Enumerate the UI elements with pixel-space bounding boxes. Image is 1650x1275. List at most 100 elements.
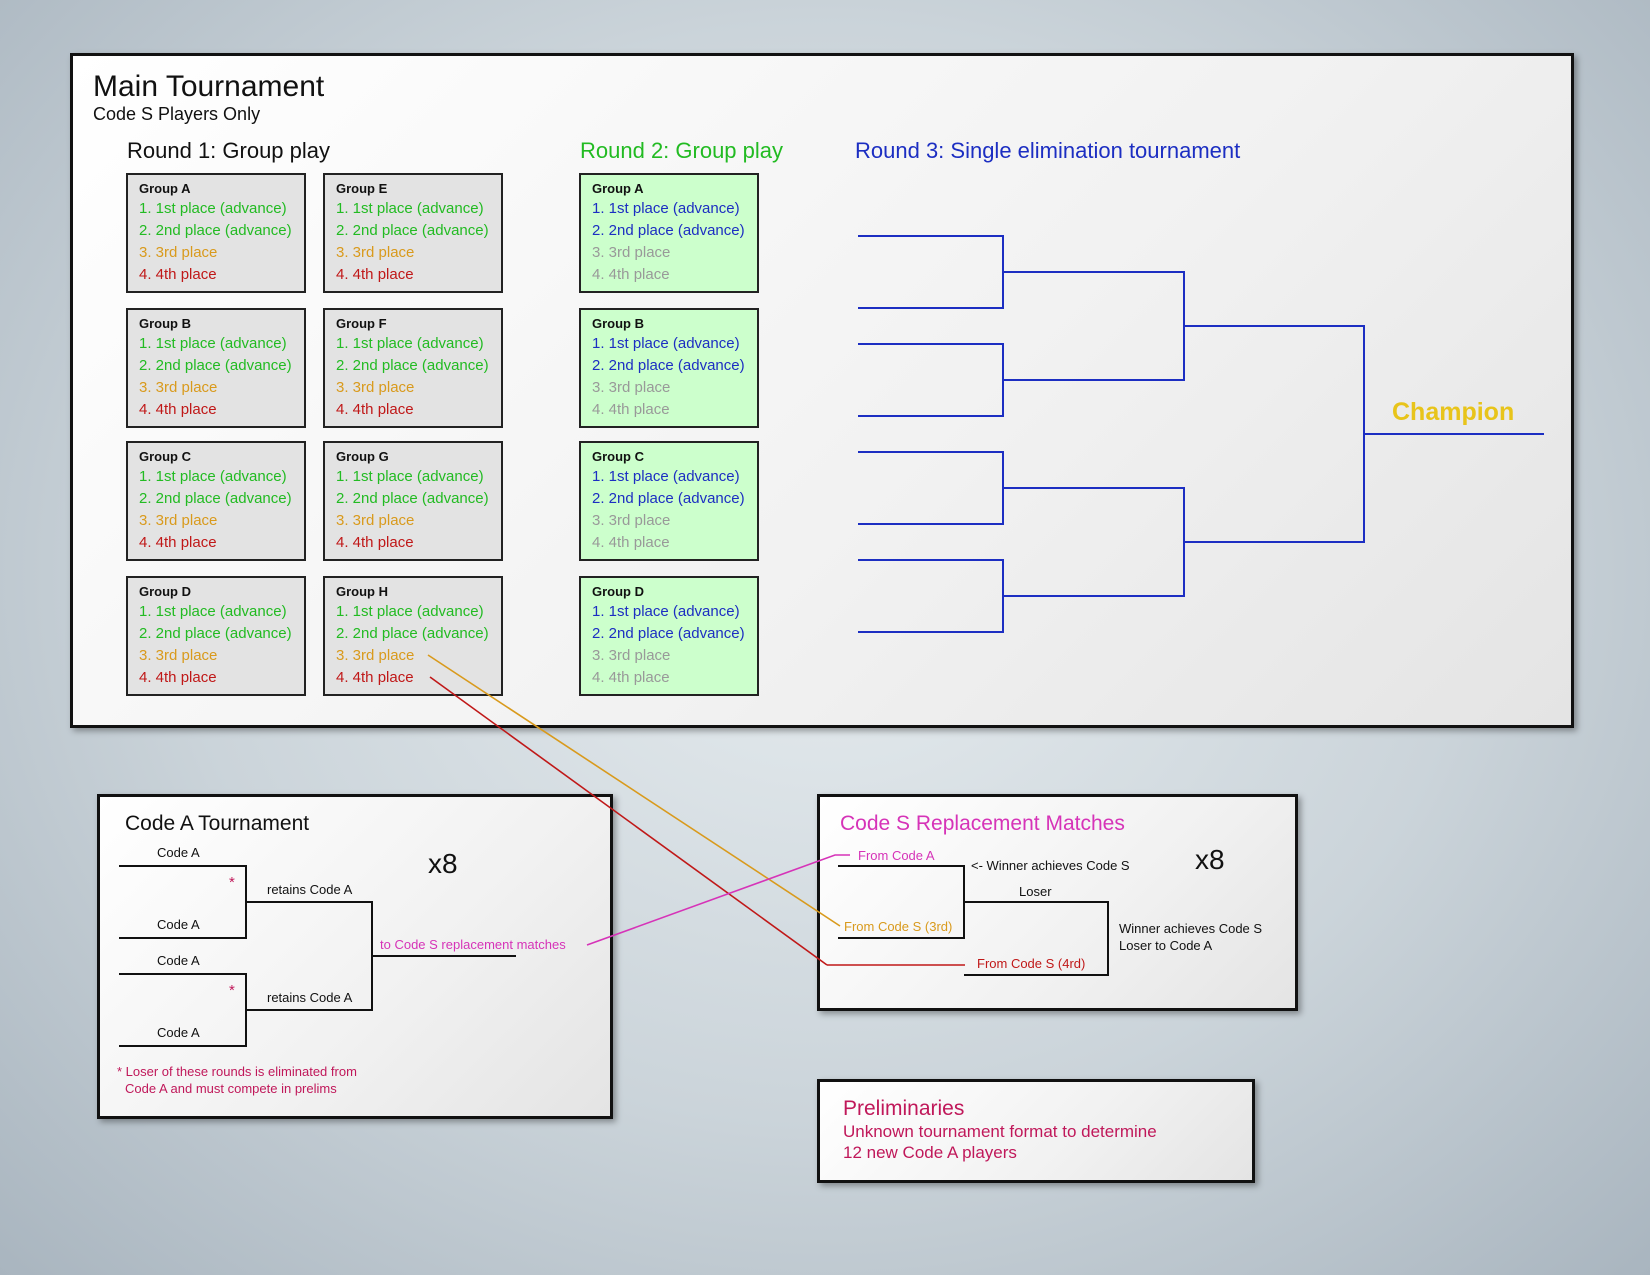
code-a-slot-2: Code A <box>157 917 200 932</box>
round3-title: Round 3: Single elimination tournament <box>855 138 1241 163</box>
round1-group-f: Group F 1. 1st place (advance) 2. 2nd pl… <box>323 308 503 428</box>
code-a-title: Code A Tournament <box>125 812 310 835</box>
prelims-line-2: 12 new Code A players <box>843 1143 1017 1162</box>
group-name: Group F <box>336 316 387 331</box>
fourth-place: 4. 4th place <box>336 669 414 686</box>
third-place: 3. 3rd place <box>139 647 218 664</box>
group-name: Group C <box>592 449 644 464</box>
champion-label: Champion <box>1392 398 1515 426</box>
code-a-to-replacement: to Code S replacement matches <box>380 937 566 952</box>
round2-group-a: Group A 1. 1st place (advance) 2. 2nd pl… <box>579 173 759 293</box>
replacement-from-4rd: From Code S (4rd) <box>977 956 1086 971</box>
third-place: 3. 3rd place <box>336 244 415 261</box>
round1-group-g: Group G 1. 1st place (advance) 2. 2nd pl… <box>323 441 503 561</box>
code-a-slot-1: Code A <box>157 845 200 860</box>
replacement-multiplier: x8 <box>1195 844 1225 875</box>
group-name: Group C <box>139 449 191 464</box>
fourth-place: 4. 4th place <box>336 266 414 283</box>
second-place: 2. 2nd place (advance) <box>592 357 745 374</box>
group-name: Group A <box>592 181 644 196</box>
first-place: 1. 1st place (advance) <box>336 335 484 352</box>
third-place: 3. 3rd place <box>592 244 671 261</box>
fourth-place: 4. 4th place <box>592 534 670 551</box>
group-name: Group B <box>592 316 644 331</box>
fourth-place: 4. 4th place <box>592 669 670 686</box>
replacement-from-3rd: From Code S (3rd) <box>844 919 953 934</box>
third-place: 3. 3rd place <box>139 244 218 261</box>
second-place: 2. 2nd place (advance) <box>336 490 489 507</box>
first-place: 1. 1st place (advance) <box>336 603 484 620</box>
connector-code-a-to-replacement <box>586 854 850 946</box>
round1-group-d: Group D 1. 1st place (advance) 2. 2nd pl… <box>126 576 306 696</box>
third-place: 3. 3rd place <box>139 512 218 529</box>
replacement-from-code-a: From Code A <box>858 848 935 863</box>
second-place: 2. 2nd place (advance) <box>139 625 292 642</box>
first-place: 1. 1st place (advance) <box>592 468 740 485</box>
first-place: 1. 1st place (advance) <box>139 200 287 217</box>
prelims-title: Preliminaries <box>843 1097 965 1120</box>
replacement-loser: Loser <box>1019 884 1052 899</box>
group-name: Group E <box>336 181 388 196</box>
second-place: 2. 2nd place (advance) <box>336 222 489 239</box>
fourth-place: 4. 4th place <box>139 669 217 686</box>
code-a-footnote-1: * Loser of these rounds is eliminated fr… <box>117 1064 357 1079</box>
second-place: 2. 2nd place (advance) <box>139 357 292 374</box>
second-place: 2. 2nd place (advance) <box>336 625 489 642</box>
round2-title: Round 2: Group play <box>580 138 784 163</box>
first-place: 1. 1st place (advance) <box>139 335 287 352</box>
second-place: 2. 2nd place (advance) <box>592 625 745 642</box>
first-place: 1. 1st place (advance) <box>336 468 484 485</box>
third-place: 3. 3rd place <box>336 512 415 529</box>
round1-group-a: Group A 1. 1st place (advance) 2. 2nd pl… <box>126 173 306 293</box>
replacement-winner-note: <- Winner achieves Code S <box>971 858 1130 873</box>
code-a-asterisk-1: * <box>229 874 235 891</box>
fourth-place: 4. 4th place <box>139 534 217 551</box>
second-place: 2. 2nd place (advance) <box>336 357 489 374</box>
round2-group-c: Group C 1. 1st place (advance) 2. 2nd pl… <box>579 441 759 561</box>
main-subtitle: Code S Players Only <box>93 104 261 124</box>
third-place: 3. 3rd place <box>336 379 415 396</box>
second-place: 2. 2nd place (advance) <box>592 490 745 507</box>
code-a-multiplier: x8 <box>428 848 458 879</box>
second-place: 2. 2nd place (advance) <box>592 222 745 239</box>
first-place: 1. 1st place (advance) <box>592 335 740 352</box>
fourth-place: 4. 4th place <box>336 534 414 551</box>
code-a-retains-2: retains Code A <box>267 990 353 1005</box>
fourth-place: 4. 4th place <box>592 266 670 283</box>
fourth-place: 4. 4th place <box>336 401 414 418</box>
replacement-final-winner: Winner achieves Code S <box>1119 921 1263 936</box>
first-place: 1. 1st place (advance) <box>592 603 740 620</box>
third-place: 3. 3rd place <box>139 379 218 396</box>
code-a-footnote-2: Code A and must compete in prelims <box>125 1081 337 1096</box>
replacement-final-loser: Loser to Code A <box>1119 938 1213 953</box>
fourth-place: 4. 4th place <box>139 266 217 283</box>
second-place: 2. 2nd place (advance) <box>139 490 292 507</box>
replacement-title: Code S Replacement Matches <box>840 812 1125 835</box>
main-title: Main Tournament <box>93 70 325 103</box>
round1-group-b: Group B 1. 1st place (advance) 2. 2nd pl… <box>126 308 306 428</box>
first-place: 1. 1st place (advance) <box>139 468 287 485</box>
group-name: Group B <box>139 316 191 331</box>
third-place: 3. 3rd place <box>336 647 415 664</box>
first-place: 1. 1st place (advance) <box>336 200 484 217</box>
code-a-slot-3: Code A <box>157 953 200 968</box>
code-a-slot-4: Code A <box>157 1025 200 1040</box>
third-place: 3. 3rd place <box>592 512 671 529</box>
round2-group-d: Group D 1. 1st place (advance) 2. 2nd pl… <box>579 576 759 696</box>
code-a-retains-1: retains Code A <box>267 882 353 897</box>
group-name: Group G <box>336 449 389 464</box>
code-a-asterisk-2: * <box>229 982 235 999</box>
fourth-place: 4. 4th place <box>139 401 217 418</box>
first-place: 1. 1st place (advance) <box>139 603 287 620</box>
group-name: Group H <box>336 584 388 599</box>
fourth-place: 4. 4th place <box>592 401 670 418</box>
round2-group-b: Group B 1. 1st place (advance) 2. 2nd pl… <box>579 308 759 428</box>
round1-group-c: Group C 1. 1st place (advance) 2. 2nd pl… <box>126 441 306 561</box>
first-place: 1. 1st place (advance) <box>592 200 740 217</box>
third-place: 3. 3rd place <box>592 379 671 396</box>
prelims-panel <box>817 1079 1255 1183</box>
round1-group-h: Group H 1. 1st place (advance) 2. 2nd pl… <box>323 576 503 696</box>
group-name: Group D <box>139 584 191 599</box>
round1-group-e: Group E 1. 1st place (advance) 2. 2nd pl… <box>323 173 503 293</box>
group-name: Group A <box>139 181 191 196</box>
